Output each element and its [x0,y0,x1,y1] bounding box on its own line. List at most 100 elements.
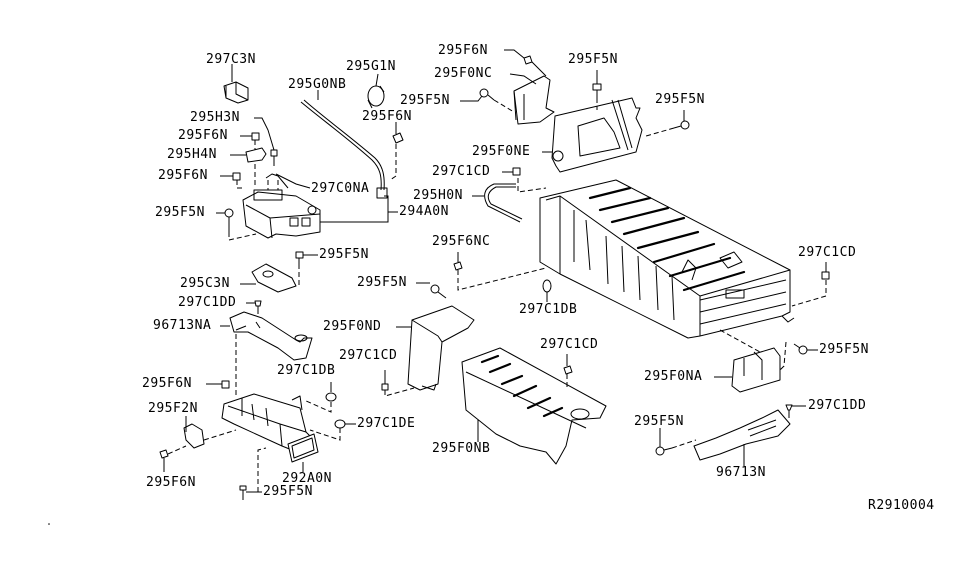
bracket-297c3n-part [223,81,249,104]
screw-297c1dd-a-part [254,300,262,314]
harness-297c0na-part [265,173,289,189]
callout-297c1cd-d: 297C1CD [798,245,857,260]
callout-297c3n: 297C3N [206,52,256,67]
grommet-297c1db-b-part [325,392,337,402]
dash-297c1cd-b [384,387,415,397]
box-292a0n-part [221,393,319,463]
cover-295f0na-part [731,347,781,393]
callout-297c1cd-b: 297C1CD [339,348,398,363]
dash-297c1de [309,428,341,441]
bolt-295f5n-g-part [239,485,247,500]
reference-code: R2910004 [868,498,935,513]
module-295c3n-part [251,263,297,293]
callout-295f5n-h: 295F5N [819,342,869,357]
dash-295f6n-b [236,180,244,189]
clamp-295g1n-part [367,85,385,109]
callout-295f5n-a: 295F5N [155,205,205,220]
screw-297c1dd-b-part [785,404,793,418]
duct-96713na-part [229,311,313,361]
nut-297c1cd-d-part [821,271,830,280]
nut-295f6n-e-part [221,380,230,389]
bracket-295f2n-part [183,423,205,449]
bracket-295f0nc-part [513,75,555,125]
callout-295f6n-e: 295F6N [142,376,192,391]
callout-295h4n: 295H4N [167,147,217,162]
nut-295f6nc-part [453,261,463,271]
cover-295f0nb-part [461,347,607,465]
callout-295f0nd: 295F0ND [323,319,382,334]
bolt-295f5n-d-part [673,120,690,130]
leader-295f0nc [509,73,537,85]
callout-295f5n-b: 295F5N [400,93,450,108]
nut-295f6n-part [392,132,404,144]
callout-297c1cd-c: 297C1CD [540,337,599,352]
dash-295f5n-g [257,447,267,492]
callout-295f6n-a: 295F6N [178,128,228,143]
callout-295f0nb: 295F0NB [432,441,491,456]
dash-295f0na [719,329,761,353]
duct-96713n-part [693,409,791,461]
cable-295h0n-part [484,183,523,223]
callout-292a0n: 292A0N [282,471,332,486]
callout-295h3n: 295H3N [190,110,240,125]
bolt-295f5n-a-part [224,208,234,232]
nut-297c1cd-a-part [512,167,521,176]
callout-297c1dd-b: 297C1DD [808,398,867,413]
battery-pack-part [539,179,795,339]
callout-297c1de: 297C1DE [357,416,416,431]
callout-297c1db-b: 297C1DB [277,363,336,378]
callout-295f5n-e: 295F5N [319,247,369,262]
callout-295c3n: 295C3N [180,276,230,291]
leader-297c0na [275,173,311,189]
bracket-295f0nd-part [407,305,475,391]
callout-295g0nb: 295G0NB [288,77,347,92]
dash-297c0na [267,180,279,190]
callout-295f5n-c: 295F5N [568,52,618,67]
nut-295f6n-f-part [159,449,169,459]
callout-295f5n-g: 295F5N [263,484,313,499]
bolt-295f5n-e-part [295,251,304,264]
callout-295f2n: 295F2N [148,401,198,416]
callout-96713n: 96713N [716,465,766,480]
grommet-297c1db-a-part [542,279,552,293]
callout-295f6n-c: 295F6N [362,109,412,124]
callout-295f0ne: 295F0NE [472,144,531,159]
leader-295h3n [254,117,275,151]
callout-297c1dd-a: 297C1DD [178,295,237,310]
callout-295f0nc: 295F0NC [434,66,493,81]
bolt-295f5n-c-part [592,83,602,98]
callout-294a0n: 294A0N [399,204,449,219]
callout-297c1db-a: 297C1DB [519,302,578,317]
dash-295f5n-d [645,127,675,137]
clip-295h4n-part [245,147,267,163]
leader-294a0n [320,195,398,223]
callout-295f6n-f: 295F6N [146,475,196,490]
leader-295f5n-b [460,95,483,102]
leader-295g1n [375,73,379,87]
bolt-295f5n-f-part [430,284,447,299]
nut-295f6n-a-part [251,132,260,141]
bolt-295f5n-h-part [793,343,808,355]
nut-297c1cd-c-part [563,365,573,375]
callout-295f6n-b: 295F6N [158,168,208,183]
dash-297c1db-b [303,399,332,413]
callout-295f5n-i: 295F5N [634,414,684,429]
dash-295f6nc [457,267,547,291]
cover-295f0ne-part [551,97,643,173]
dash-295f5n-h [779,341,787,371]
dash-297c1cd-d [791,280,827,307]
controller-294a0n-part [242,189,321,239]
dash-295f2n [203,429,237,441]
nut-295f6n-b-part [232,172,241,181]
callout-295f6n-d: 295F6N [438,43,488,58]
callout-295f0na: 295F0NA [644,369,703,384]
callout-295h0n: 295H0N [413,188,463,203]
callout-96713na: 96713NA [153,318,212,333]
bolt-295f5n-b-part [479,88,495,101]
callout-295f5n-f: 295F5N [357,275,407,290]
callout-297c1cd-a: 297C1CD [432,164,491,179]
callout-295g1n: 295G1N [346,59,396,74]
stray-dot [48,523,50,525]
